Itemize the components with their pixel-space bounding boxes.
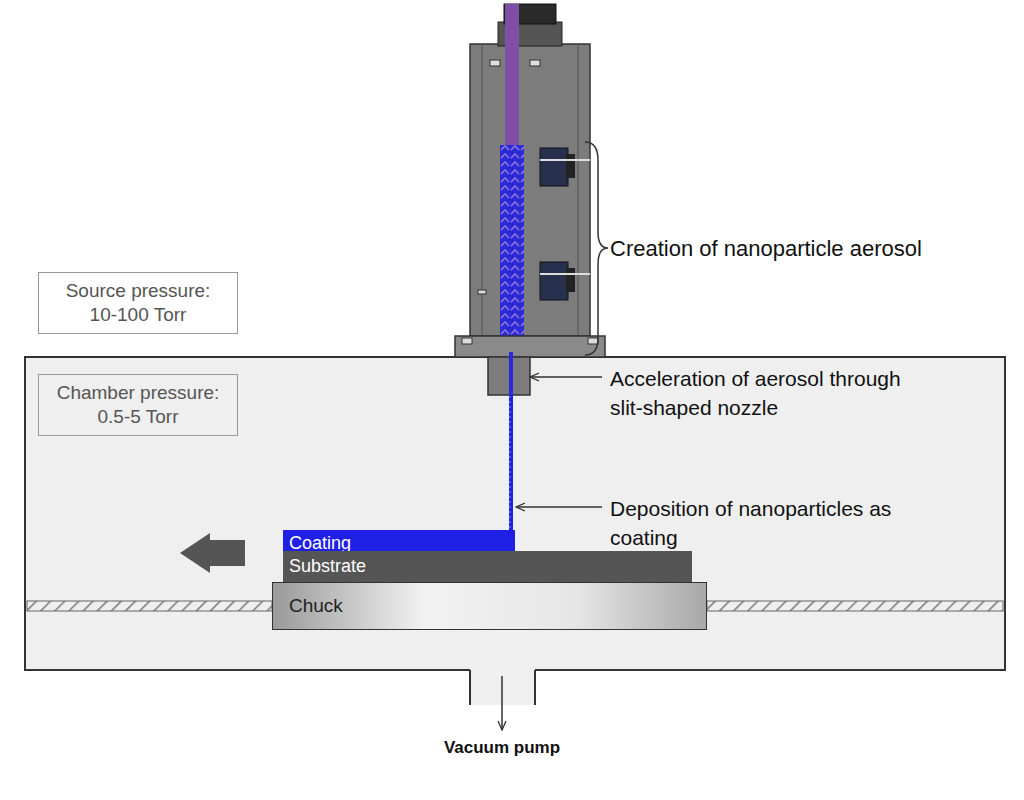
pump-port <box>470 669 535 730</box>
node-text: Chamber pressure: 0.5-5 Torr <box>50 381 226 429</box>
vacuum-chamber <box>25 357 1005 670</box>
bracket <box>585 142 608 355</box>
node-text: Substrate <box>289 555 366 578</box>
node-text: Chuck <box>289 594 343 618</box>
annotation-text: Acceleration of aerosol through slit-sha… <box>610 364 910 423</box>
pressure-box: Source pressure: 10-100 Torr <box>38 272 238 334</box>
aerosol-jet <box>509 395 513 531</box>
motion-arrow <box>180 533 245 573</box>
pressure-box: Chamber pressure: 0.5-5 Torr <box>38 374 238 436</box>
leader-arrow <box>530 376 602 378</box>
port-label: Vacuum pump <box>444 736 560 760</box>
leader-arrow <box>516 506 602 508</box>
aerosol-source <box>455 4 605 395</box>
annotation-text: Deposition of nanoparticles as coating <box>610 494 910 553</box>
chuck-block: Chuck <box>272 582 707 630</box>
annotation-text: Creation of nanoparticle aerosol <box>610 234 922 265</box>
substrate-layer: Substrate <box>283 551 692 582</box>
node-text: Source pressure: 10-100 Torr <box>50 279 226 327</box>
